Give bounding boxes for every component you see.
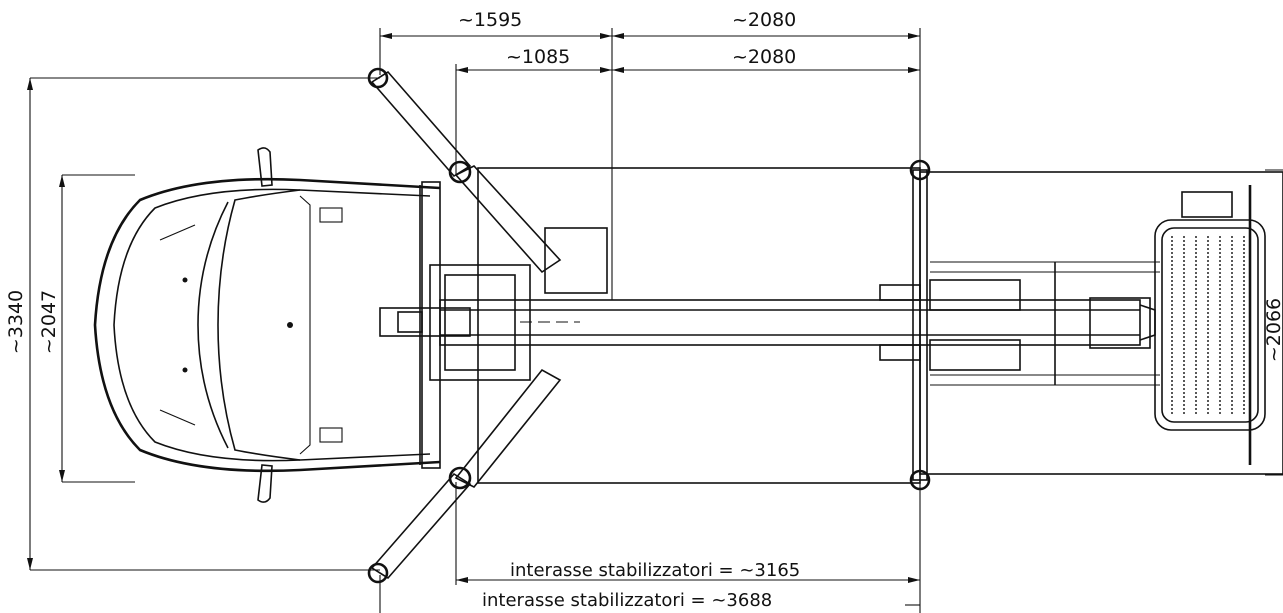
annotation-interasse-3688: interasse stabilizzatori = ~3688 (482, 590, 772, 611)
dim-left-outer: ~3340 (5, 290, 27, 354)
dim-top-1: ~1595 (458, 9, 522, 31)
work-basket (1154, 185, 1266, 465)
dim-left-inner: ~2047 (38, 290, 60, 354)
dimension-labels: ~1595 ~2080 ~1085 ~2080 ~3340 ~2047 ~206… (5, 9, 1283, 611)
dimension-lines (27, 28, 1283, 613)
dim-right-partial: ~2066 (1263, 298, 1283, 362)
main-boom (379, 227, 1156, 381)
dim-mid-1: ~1085 (506, 46, 570, 68)
dim-mid-2: ~2080 (732, 46, 796, 68)
body-outline (477, 167, 1283, 484)
stabilizer-arms (367, 67, 931, 584)
truck-cab (93, 147, 441, 503)
annotation-interasse-3165: interasse stabilizzatori = ~3165 (510, 560, 800, 581)
dim-top-2: ~2080 (732, 9, 796, 31)
